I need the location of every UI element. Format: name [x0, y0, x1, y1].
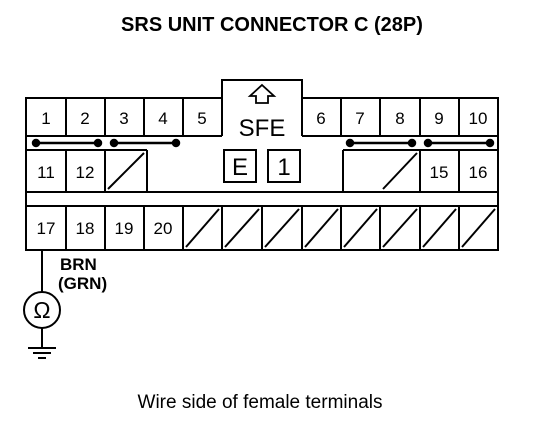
ohm-symbol: Ω — [33, 297, 50, 323]
empty-cavity — [422, 208, 457, 248]
pin-label: 12 — [76, 163, 95, 182]
box-1 — [267, 149, 301, 183]
empty-cavity — [185, 208, 220, 248]
pin-label: 8 — [395, 109, 404, 128]
pin-label: 5 — [197, 109, 206, 128]
pin-label: 15 — [430, 163, 449, 182]
pin-label: 16 — [469, 163, 488, 182]
pin-label: 4 — [158, 109, 167, 128]
pin-label: 9 — [434, 109, 443, 128]
pin-label: 3 — [119, 109, 128, 128]
empty-cavity — [382, 152, 418, 190]
empty-cavity — [107, 152, 145, 190]
pin-label: 10 — [469, 109, 488, 128]
caption: Wire side of female terminals — [137, 392, 383, 413]
pin-label: 6 — [316, 109, 325, 128]
up-arrow-icon — [247, 83, 277, 104]
pin-label: 7 — [355, 109, 364, 128]
pin-label: 11 — [37, 163, 55, 182]
empty-cavity — [304, 208, 339, 248]
empty-cavity — [461, 208, 496, 248]
box-e-label: E — [232, 154, 248, 181]
diagram-title: SRS UNIT CONNECTOR C (28P) — [121, 14, 423, 36]
box-1-label: 1 — [277, 154, 290, 181]
wire-color: BRN — [60, 255, 97, 274]
empty-cavity — [224, 208, 260, 248]
empty-cavity — [382, 208, 418, 248]
pin-label: 17 — [37, 219, 56, 238]
pin-label: 19 — [115, 219, 134, 238]
pin-label: 2 — [80, 109, 89, 128]
empty-cavity — [343, 208, 378, 248]
pin-label: 20 — [154, 219, 173, 238]
connector-label: SFE — [239, 115, 286, 142]
wire-alt-color: (GRN) — [58, 274, 107, 293]
pin-label: 1 — [41, 109, 50, 128]
pin-label: 18 — [76, 219, 95, 238]
empty-cavity — [264, 208, 300, 248]
box-e — [223, 149, 257, 183]
